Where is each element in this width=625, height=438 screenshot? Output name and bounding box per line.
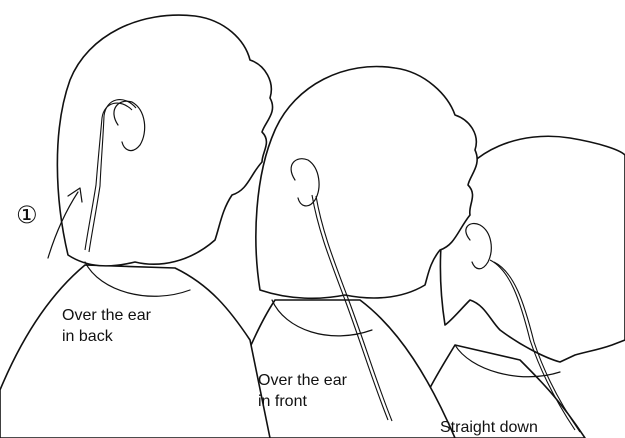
head-over-ear-back <box>0 15 273 438</box>
step-number-one: ① <box>16 201 38 229</box>
caption-over-ear-back: Over the ear in back <box>62 305 151 347</box>
caption-over-ear-front: Over the ear in front <box>258 370 347 412</box>
head-silhouette-1 <box>57 15 272 266</box>
caption-straight-down: Straight down <box>440 417 538 438</box>
shoulder-outline-1 <box>0 265 270 438</box>
